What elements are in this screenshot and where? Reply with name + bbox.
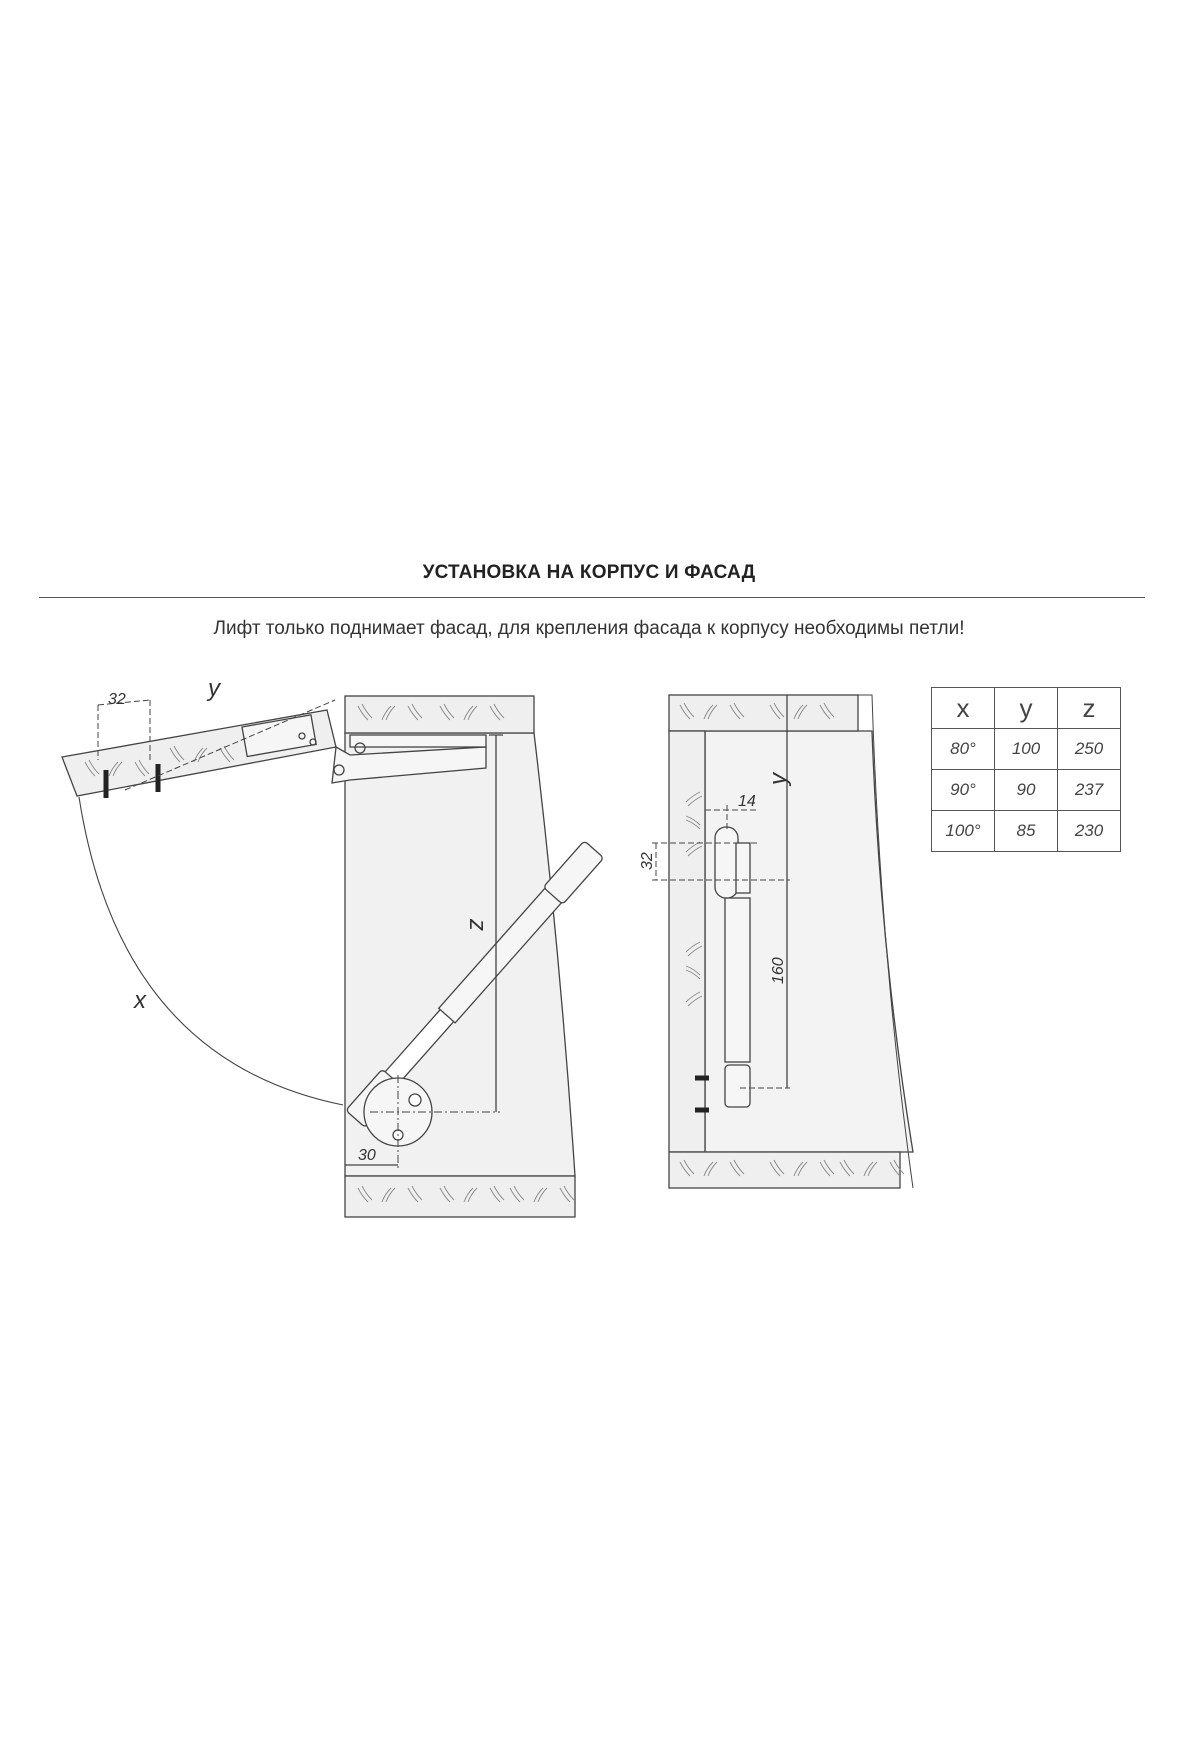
- screw-icon: [695, 1075, 709, 1113]
- dim-label-y-right: y: [765, 771, 792, 787]
- table-cell: 230: [1057, 810, 1121, 852]
- dim-label-y: y: [206, 675, 222, 702]
- table-cell: 90°: [931, 769, 995, 811]
- table-row: 80° 100 250: [931, 728, 1121, 770]
- dim-label-z: z: [464, 918, 491, 931]
- dim-label-160: 160: [770, 957, 787, 984]
- table-cell: 80°: [931, 728, 995, 770]
- x-angle-arc: [78, 796, 344, 1106]
- hinge-arm: [331, 745, 487, 784]
- cabinet-side-panel: [668, 730, 706, 1153]
- dim-label-32: 32: [108, 691, 126, 708]
- right-front-view: [652, 694, 914, 1189]
- table-cell: 100: [994, 728, 1058, 770]
- cabinet-top-panel: [668, 694, 859, 732]
- table-cell: 237: [1057, 769, 1121, 811]
- dim-label-32-right: 32: [639, 852, 656, 870]
- dimension-table: x y z 80° 100 250 90° 90 237 100° 85 230: [931, 687, 1121, 852]
- table-row: 100° 85 230: [931, 810, 1121, 852]
- table-header-row: x y z: [931, 687, 1121, 729]
- table-cell: 100°: [931, 810, 995, 852]
- installation-note: Лифт только поднимает фасад, для креплен…: [213, 618, 965, 639]
- cabinet-bottom-panel: [668, 1151, 901, 1189]
- dim-label-30: 30: [358, 1147, 376, 1164]
- left-side-view: [61, 695, 603, 1218]
- table-cell: 250: [1057, 728, 1121, 770]
- strut-bottom-fitting: [724, 1064, 751, 1108]
- dim-label-x: x: [133, 987, 147, 1014]
- table-row: 90° 90 237: [931, 769, 1121, 811]
- hinge-plate: [349, 734, 487, 748]
- title-divider: [39, 597, 1145, 598]
- hinge-cup: [241, 714, 317, 758]
- strut-top-bracket: [714, 826, 739, 899]
- dim-label-14: 14: [738, 793, 756, 810]
- column-header-y: y: [994, 687, 1058, 729]
- z-dimension-line: [489, 734, 503, 1112]
- column-header-z: z: [1057, 687, 1121, 729]
- cabinet-top-panel: [344, 695, 535, 734]
- table-cell: 85: [994, 810, 1058, 852]
- page-title: УСТАНОВКА НА КОРПУС И ФАСАД: [422, 562, 756, 583]
- table-cell: 90: [994, 769, 1058, 811]
- gas-strut-body: [724, 897, 751, 1063]
- column-header-x: x: [931, 687, 995, 729]
